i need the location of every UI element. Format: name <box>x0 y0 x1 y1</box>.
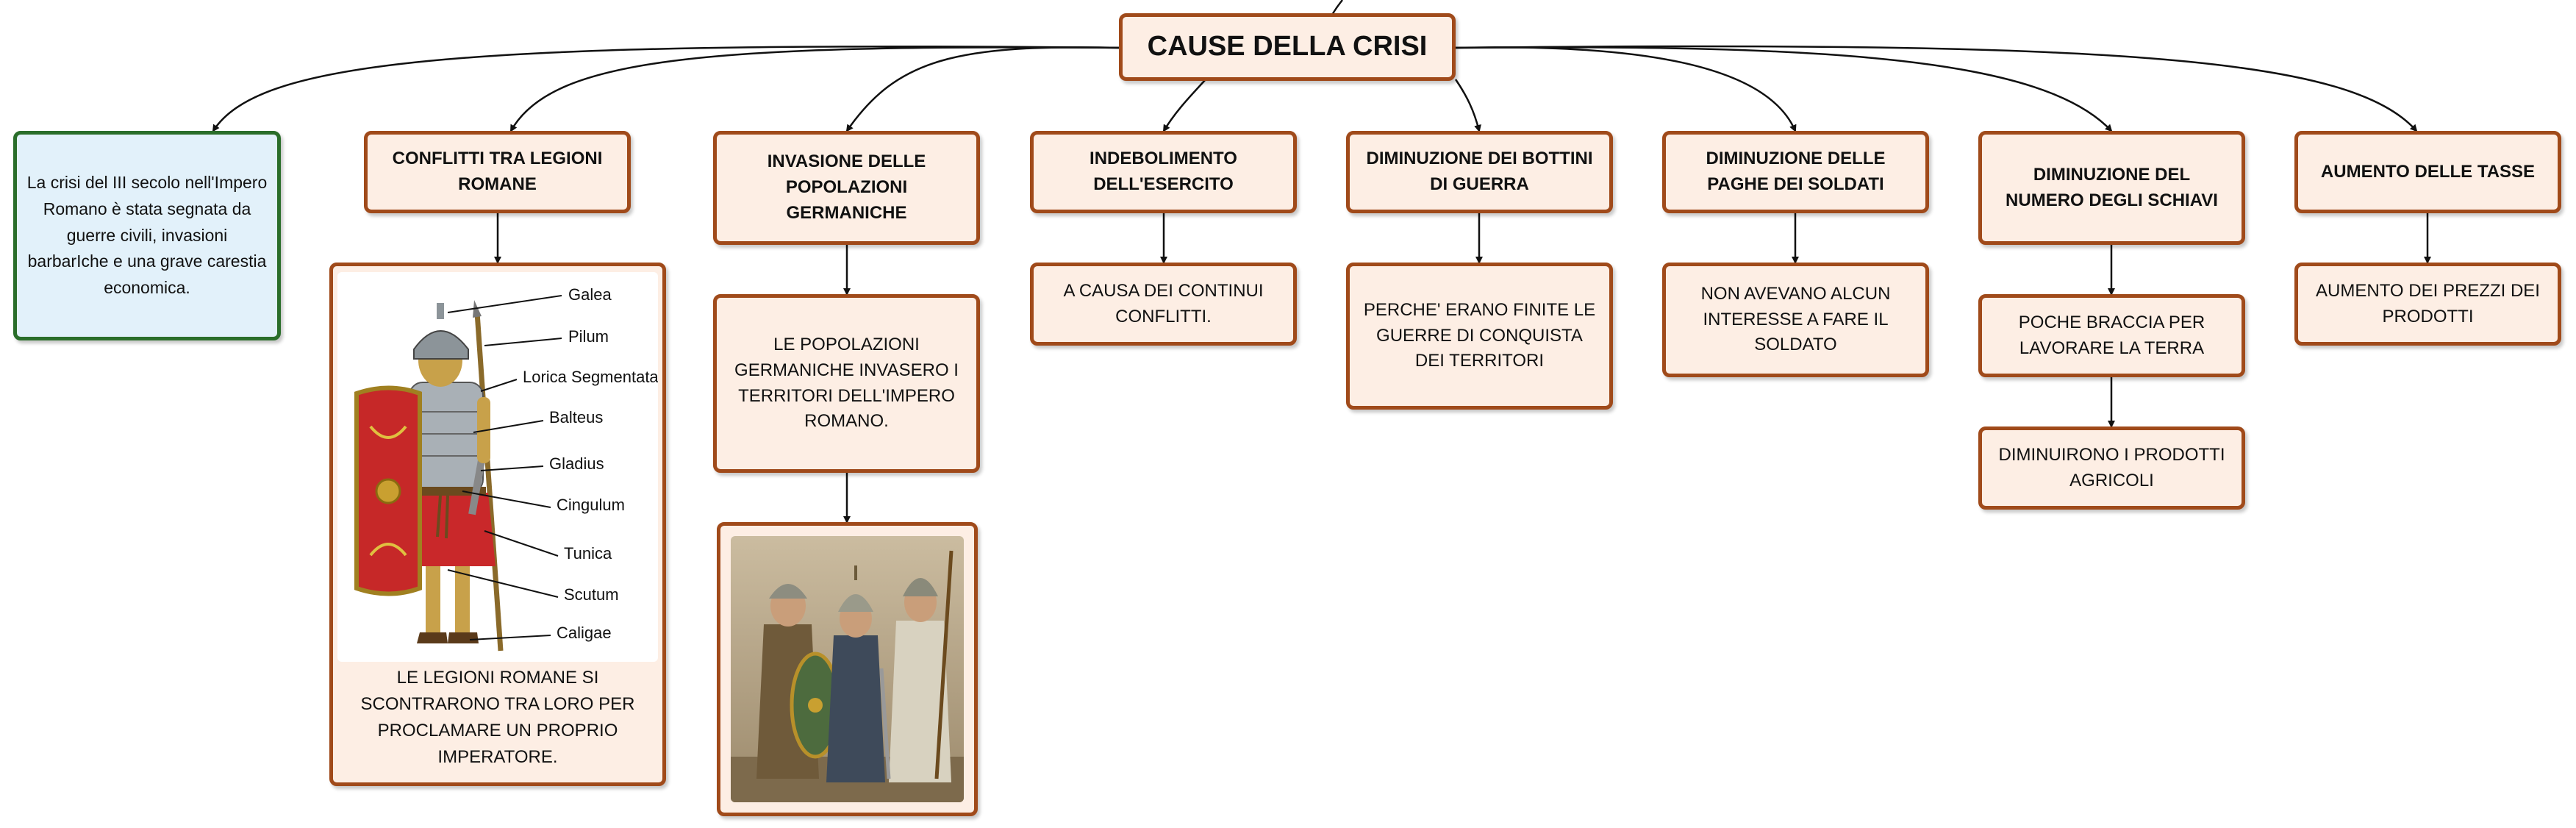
branch-3-heading: INDEBOLIMENTO DELL'ESERCITO <box>1030 131 1297 213</box>
branch-2-heading: INVASIONE DELLE POPOLAZIONI GERMANICHE <box>713 131 980 245</box>
branch-7-heading: AUMENTO DELLE TASSE <box>2294 131 2561 213</box>
branch-3-detail: A CAUSA DEI CONTINUI CONFLITTI. <box>1030 263 1297 346</box>
branch-5-detail: NON AVEVANO ALCUN INTERESSE A FARE IL SO… <box>1662 263 1929 377</box>
legionary-label-8: Scutum <box>564 585 619 604</box>
branch-2-detail: LE POPOLAZIONI GERMANICHE INVASERO I TER… <box>713 294 980 473</box>
legionary-label-4: Balteus <box>549 408 603 427</box>
legionary-label-9: Caligae <box>557 624 612 642</box>
connector-root-branch-4 <box>1454 79 1481 132</box>
connector-root-branch-1 <box>509 46 1122 132</box>
branch-4-detail: PERCHE' ERANO FINITE LE GUERRE DI CONQUI… <box>1346 263 1613 410</box>
branch-1-heading: CONFLITTI TRA LEGIONI ROMANE <box>364 131 631 213</box>
connector-root-branch-6 <box>1453 46 2113 132</box>
connector-stub-top <box>1331 0 1343 15</box>
legionary-label-5: Gladius <box>549 454 604 473</box>
branch-6-heading: DIMINUZIONE DEL NUMERO DEGLI SCHIAVI <box>1978 131 2245 245</box>
pilum-shaft <box>474 312 504 652</box>
intro-note: La crisi del III secolo nell'Impero Roma… <box>13 131 281 340</box>
legionary-illustration: Galea Pilum Lorica Segmentata Balteus Gl… <box>337 272 658 662</box>
branch-6-detail: POCHE BRACCIA PER LAVORARE LA TERRA <box>1978 294 2245 377</box>
legionary-label-2: Pilum <box>568 327 609 346</box>
branch-4-heading: DIMINUZIONE DEI BOTTINI DI GUERRA <box>1346 131 1613 213</box>
branch-7-detail: AUMENTO DEI PREZZI DEI PRODOTTI <box>2294 263 2561 346</box>
legionary-label-1: Galea <box>568 285 612 304</box>
branch-5-heading: DIMINUZIONE DELLE PAGHE DEI SOLDATI <box>1662 131 1929 213</box>
branch-1-detail: Galea Pilum Lorica Segmentata Balteus Gl… <box>329 263 666 786</box>
connector-root-branch-2 <box>845 46 1122 132</box>
connector-root-branch-3 <box>1162 79 1206 132</box>
legionary-label-7: Tunica <box>564 544 612 563</box>
branch-6-detail-2: DIMINUIRONO I PRODOTTI AGRICOLI <box>1978 427 2245 510</box>
branch-2-image-node <box>717 522 978 816</box>
branch-1-detail-text: LE LEGIONI ROMANE SI SCONTRARONO TRA LOR… <box>360 668 635 767</box>
germanic-warriors-illustration <box>731 536 964 802</box>
root-title: CAUSE DELLA CRISI <box>1119 13 1456 81</box>
connector-root-intro <box>212 45 1122 132</box>
legionary-label-3: Lorica Segmentata <box>523 368 658 386</box>
connector-root-branch-5 <box>1453 46 1797 132</box>
legionary-label-6: Cingulum <box>557 496 625 514</box>
connector-root-branch-7 <box>1453 45 2418 132</box>
